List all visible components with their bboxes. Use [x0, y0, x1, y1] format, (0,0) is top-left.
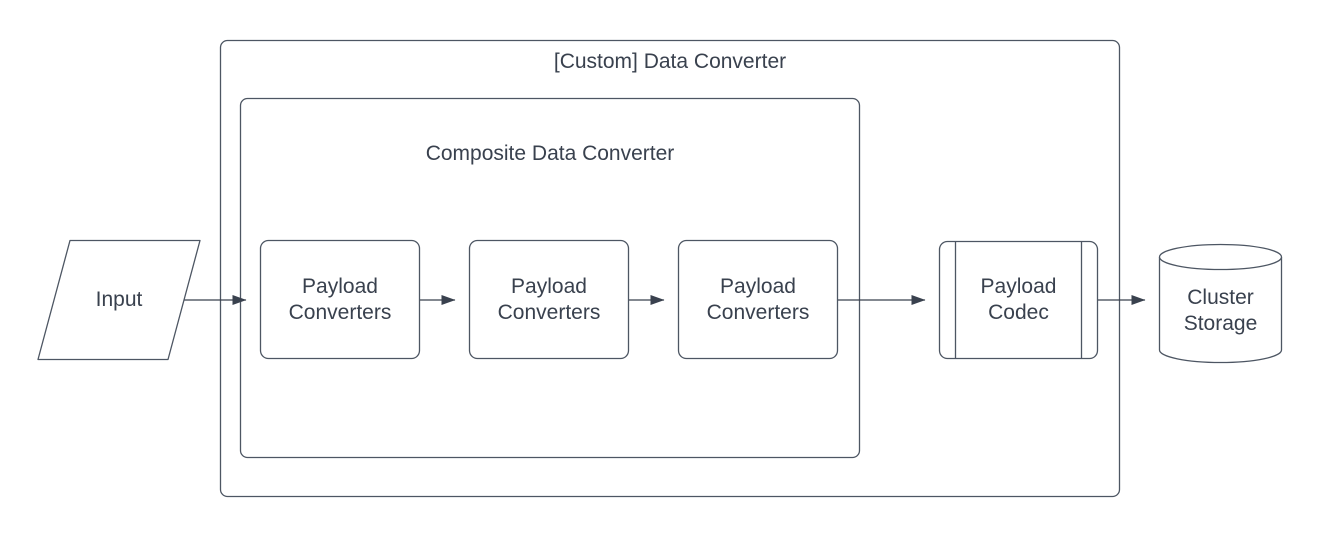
cluster-storage-cylinder-body	[1158, 257, 1283, 364]
payload-converters-2-shape	[468, 239, 630, 360]
payload-converters-1-label: Payload Converters	[288, 275, 392, 324]
cluster-storage-label: Cluster Storage	[1183, 286, 1258, 335]
cluster-storage-cylinder-top	[1158, 243, 1283, 271]
payload-converters-3-label: Payload Converters	[706, 275, 810, 324]
custom-data-converter-title: [Custom] Data Converter	[553, 50, 787, 73]
payload-converters-3-shape	[677, 239, 839, 360]
input-node-label: Input	[95, 288, 143, 311]
payload-codec-label: Payload Codec	[980, 275, 1057, 324]
payload-codec-shape	[938, 240, 1099, 360]
payload-converters-2-label: Payload Converters	[497, 275, 601, 324]
input-parallelogram-shape	[37, 239, 201, 361]
payload-converters-1-shape	[259, 239, 421, 360]
composite-data-converter-title: Composite Data Converter	[425, 142, 675, 165]
